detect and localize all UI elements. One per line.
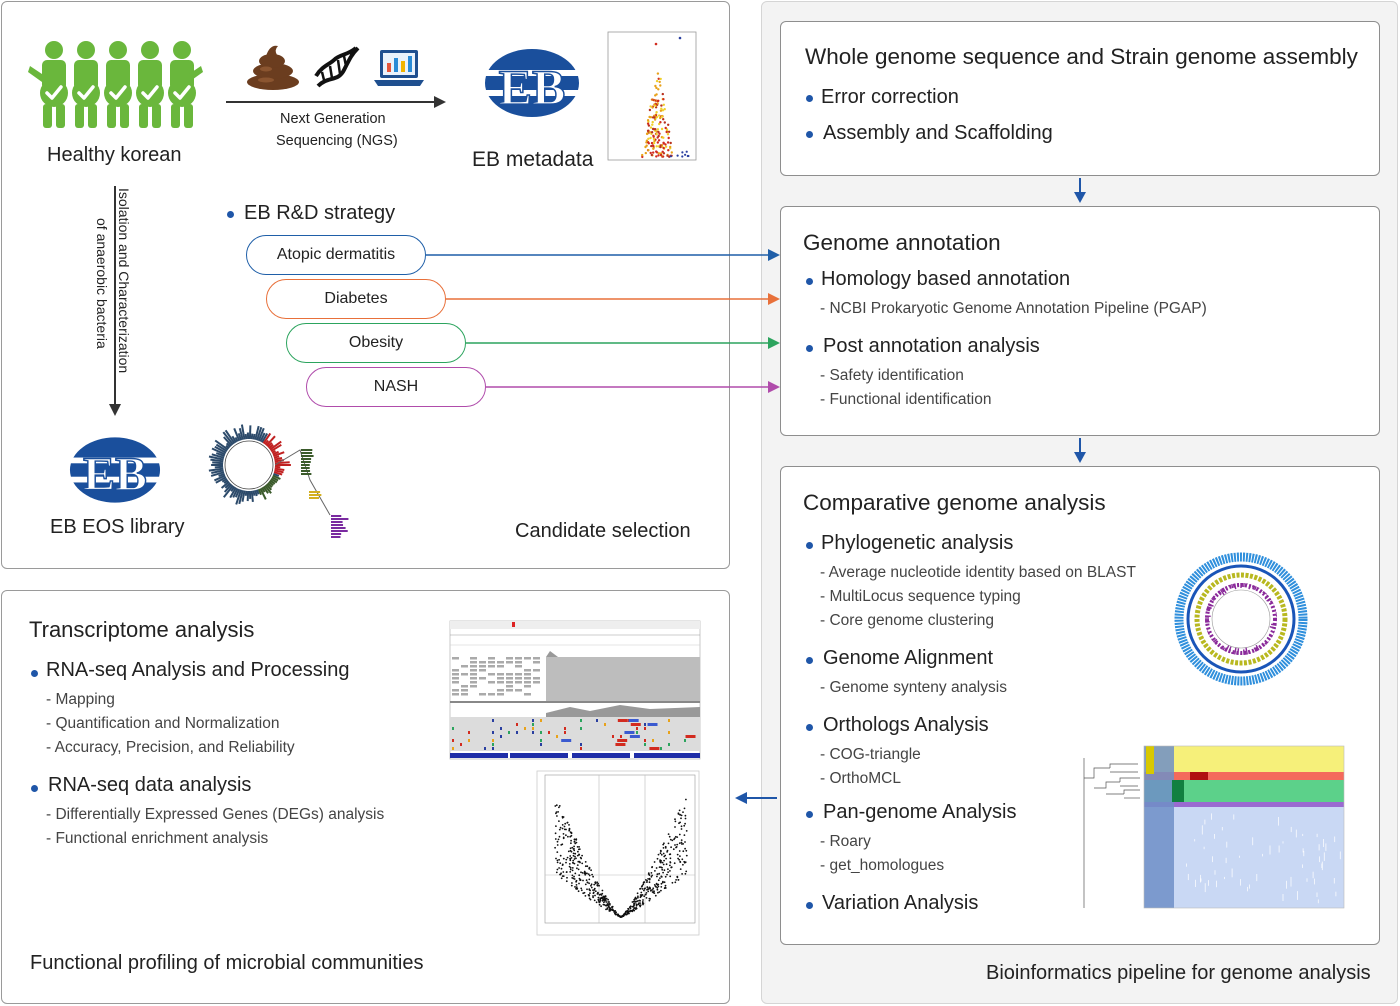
wgs-to-annotation-arrow — [1074, 178, 1086, 203]
svg-text:EB: EB — [499, 59, 566, 115]
comparative-bullet — [806, 657, 813, 664]
dna-icon — [314, 46, 360, 88]
comparative-bullet — [806, 724, 813, 731]
wgs-title: Whole genome sequence and Strain genome … — [805, 44, 1358, 69]
comparative-bullet — [806, 902, 813, 909]
wgs-item-error-correction: Error correction — [821, 86, 959, 108]
phylogenetic-heading: Phylogenetic analysis — [821, 532, 1014, 554]
annotation-bullet — [806, 345, 813, 352]
read-alignment-thumbnail — [449, 620, 701, 760]
strategy-label: EB R&D strategy — [244, 202, 396, 224]
disease-arrows — [426, 249, 780, 393]
eb-eos-library-label: EB EOS library — [50, 516, 185, 538]
orthologs-heading: Orthologs Analysis — [823, 714, 989, 736]
homology-annotation-item: - NCBI Prokaryotic Genome Annotation Pip… — [820, 300, 1207, 317]
genome-alignment-item: - Genome synteny analysis — [820, 679, 1007, 696]
pill-nash: NASH — [306, 367, 486, 407]
rnaseq-processing-item: - Accuracy, Precision, and Reliability — [46, 739, 295, 756]
svg-text:EB: EB — [83, 448, 147, 501]
phylogenetic-item: - MultiLocus sequence typing — [820, 588, 1021, 605]
transcriptome-title: Transcriptome analysis — [29, 617, 255, 642]
healthy-korean-label: Healthy korean — [47, 144, 182, 166]
pipeline-to-transcriptome-arrow — [735, 792, 777, 804]
comparative-bullet — [806, 811, 813, 818]
rnaseq-processing-bullet — [31, 670, 38, 677]
orthologs-item: - OrthoMCL — [820, 770, 901, 787]
rnaseq-data-item: - Functional enrichment analysis — [46, 830, 269, 847]
laptop-chart-icon — [374, 50, 424, 86]
orthologs-item: - COG-triangle — [820, 746, 921, 763]
metadata-scatter-thumbnail — [607, 31, 697, 161]
pipeline-caption: Bioinformatics pipeline for genome analy… — [986, 962, 1371, 984]
post-annotation-heading: Post annotation analysis — [823, 335, 1040, 357]
rnaseq-processing-item: - Mapping — [46, 691, 115, 708]
rnaseq-processing-item: - Quantification and Normalization — [46, 715, 280, 732]
rnaseq-processing-heading: RNA-seq Analysis and Processing — [46, 659, 350, 681]
pill-atopic-dermatitis: Atopic dermatitis — [246, 235, 426, 275]
rnaseq-data-bullet — [31, 785, 38, 792]
ngs-label-line1: Next Generation — [280, 111, 386, 127]
strategy-bullet — [227, 211, 234, 218]
ngs-arrow — [226, 96, 446, 108]
pan-genome-item: - get_homologues — [820, 857, 945, 874]
isolation-label-line1: Isolation and Characterization — [116, 188, 132, 374]
wgs-bullet — [806, 95, 813, 102]
stool-sample-icon — [247, 45, 299, 90]
comparative-bullet — [806, 542, 813, 549]
transcriptome-caption: Functional profiling of microbial commun… — [30, 952, 424, 974]
eb-logo-icon: EB — [484, 49, 580, 117]
pill-obesity: Obesity — [286, 323, 466, 363]
eb-metadata-label: EB metadata — [472, 148, 594, 171]
candidate-selection-caption: Candidate selection — [515, 520, 691, 542]
phylogenetic-item: - Core genome clustering — [820, 612, 995, 629]
wgs-item-assembly: Assembly and Scaffolding — [823, 122, 1053, 144]
volcano-plot-thumbnail — [536, 770, 700, 936]
pill-diabetes: Diabetes — [266, 279, 446, 319]
homology-annotation-heading: Homology based annotation — [821, 268, 1071, 290]
isolation-arrow — [109, 186, 121, 416]
variation-heading: Variation Analysis — [822, 892, 979, 914]
post-annotation-item: - Safety identification — [820, 367, 964, 384]
pan-genome-heatmap-thumbnail — [1083, 745, 1345, 909]
rnaseq-data-heading: RNA-seq data analysis — [48, 774, 252, 796]
eb-eos-logo-icon: EB — [69, 437, 161, 503]
wgs-box — [780, 21, 1380, 176]
circular-genome-map-thumbnail — [1174, 552, 1308, 686]
annotation-to-comparative-arrow — [1074, 438, 1086, 463]
genome-annotation-title: Genome annotation — [803, 230, 1001, 255]
genome-alignment-heading: Genome Alignment — [823, 647, 994, 669]
comparative-genome-title: Comparative genome analysis — [803, 490, 1106, 515]
isolation-label-line2: of anaerobic bacteria — [94, 218, 110, 349]
pan-genome-heading: Pan-genome Analysis — [823, 801, 1017, 823]
healthy-people-icon — [28, 41, 203, 128]
annotation-bullet — [806, 278, 813, 285]
ngs-label-line2: Sequencing (NGS) — [276, 133, 398, 149]
wgs-bullet — [806, 131, 813, 138]
genome-annotation-box — [780, 206, 1380, 436]
post-annotation-item: - Functional identification — [820, 391, 992, 408]
rnaseq-data-item: - Differentially Expressed Genes (DEGs) … — [46, 806, 385, 823]
phylogenetic-tree-thumbnail — [208, 424, 349, 538]
pan-genome-item: - Roary — [820, 833, 871, 850]
phylogenetic-item: - Average nucleotide identity based on B… — [820, 564, 1136, 581]
